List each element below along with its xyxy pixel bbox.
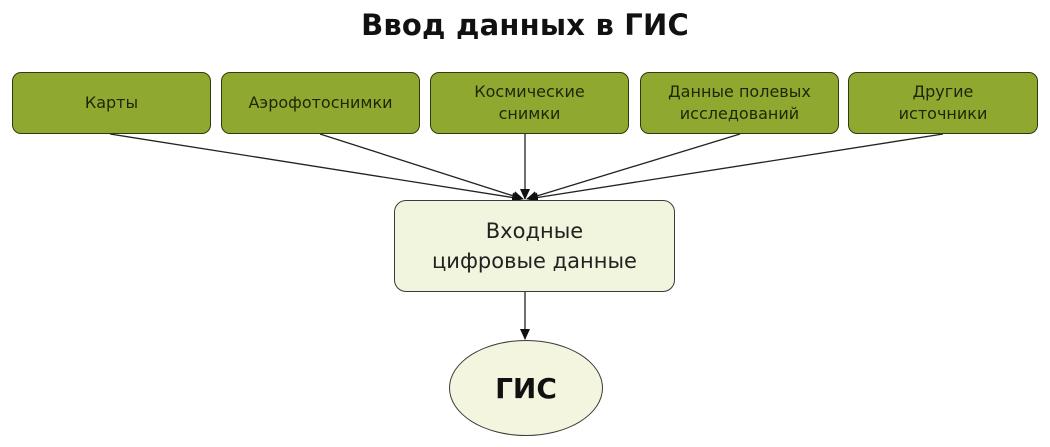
source-box-satellite-images: Космические снимки bbox=[430, 72, 629, 134]
arrow-aerial-to-digital bbox=[319, 133, 524, 201]
source-box-field-research: Данные полевых исследований bbox=[640, 72, 839, 134]
gis-ellipse: ГИС bbox=[449, 340, 603, 436]
diagram-title: Ввод данных в ГИС bbox=[361, 8, 689, 42]
arrow-field-to-digital bbox=[526, 133, 741, 201]
source-box-other-sources: Другие источники bbox=[848, 72, 1038, 134]
arrow-other-to-digital bbox=[527, 133, 944, 203]
digital-input-data-box: Входные цифровые данные bbox=[394, 200, 675, 292]
arrow-maps-to-digital bbox=[109, 133, 523, 203]
source-box-aerial-photos: Аэрофотоснимки bbox=[221, 72, 420, 134]
source-box-maps: Карты bbox=[12, 72, 211, 134]
